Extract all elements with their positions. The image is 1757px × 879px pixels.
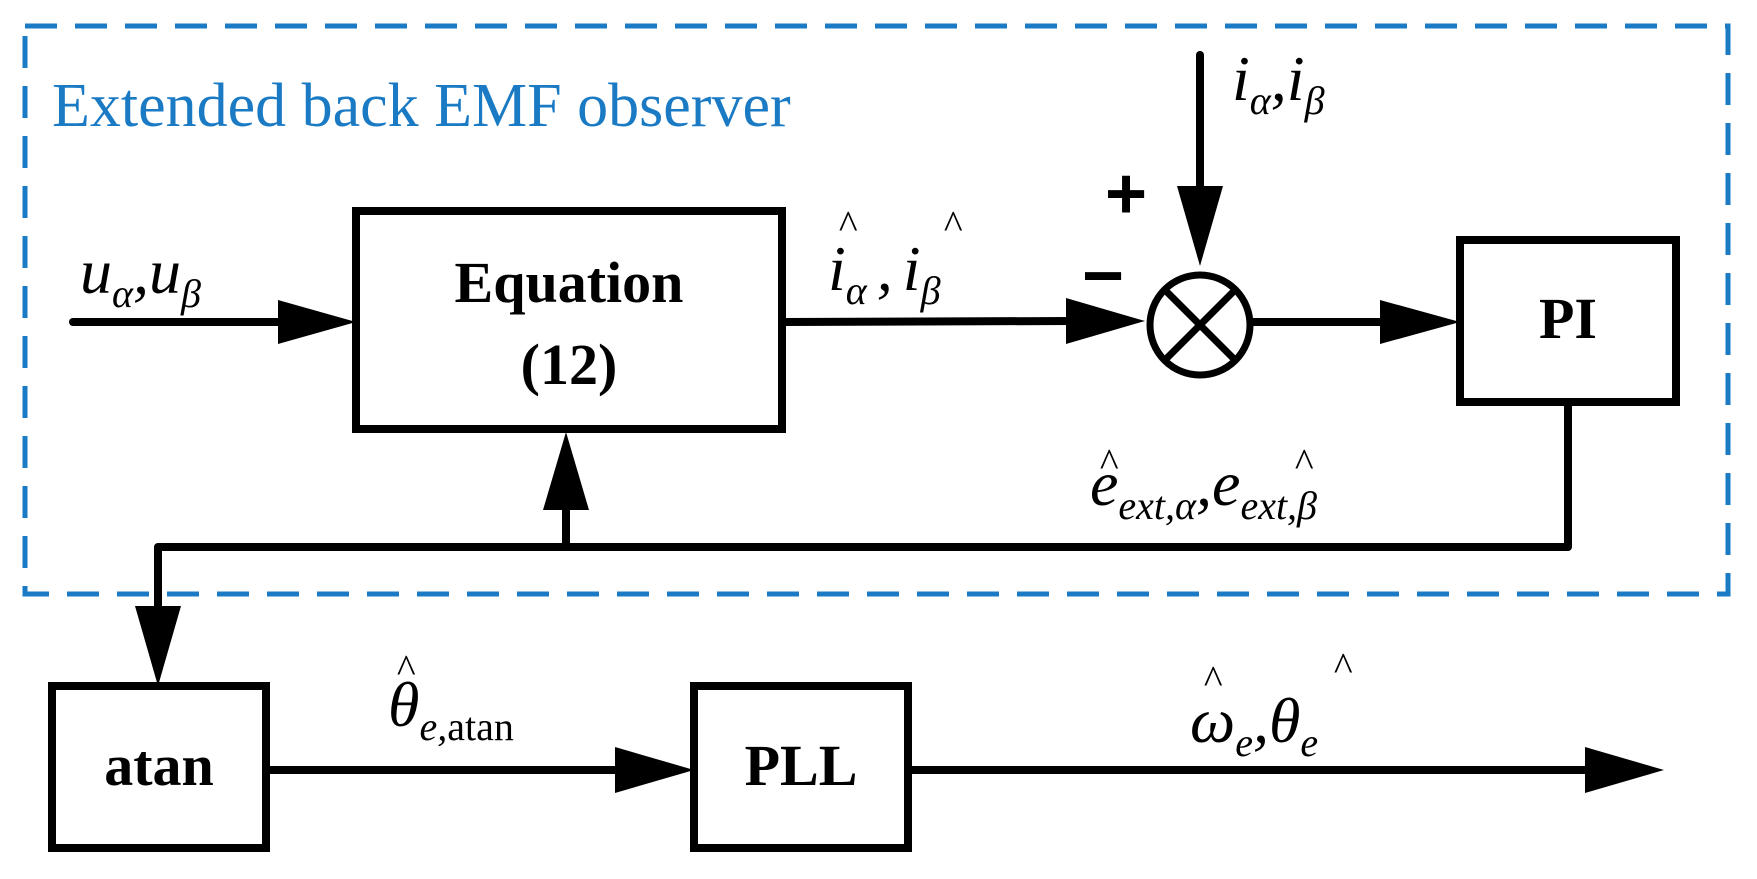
observer-title: Extended back EMF observer [52,72,791,140]
atan-label: atan [104,733,214,798]
voltage-input-label: uα,uβ [80,236,201,316]
error-arrowhead [1380,300,1460,344]
svg-text:θe,atan: θe,atan [388,669,514,749]
atan-block [48,682,270,852]
plus-sign: + [1105,154,1147,234]
ext-emf-to-equation-arrowhead [543,432,589,510]
pll-label: PLL [745,733,858,798]
svg-text:^: ^ [838,202,858,247]
pll-block [690,682,912,852]
current-estimated-label: iα,iβ ^ ^ [828,202,963,313]
output-label: ωe,θe ^ ^ [1190,644,1353,765]
svg-text:^: ^ [943,202,963,247]
voltage-input-arrowhead [278,300,356,344]
equation-label-line1: Equation [455,250,684,315]
svg-text:iα,iβ: iα,iβ [1232,43,1325,123]
svg-text:uα,uβ: uα,uβ [80,236,201,316]
pi-label: PI [1539,286,1597,351]
svg-text:^: ^ [1333,644,1353,689]
equation-block [352,207,786,433]
svg-text:ωe,θe: ωe,θe [1190,685,1318,765]
current-measured-label: iα,iβ [1232,43,1325,123]
theta-atan-arrowhead [615,747,694,793]
ext-emf-feedback-line [154,398,1572,614]
svg-text:^: ^ [1203,657,1223,702]
svg-text:^: ^ [396,646,416,691]
svg-text:eext,α,eext,β: eext,α,eext,β [1090,448,1317,528]
observer-boundary [22,23,1731,597]
minus-sign: − [1082,236,1124,316]
ext-emf-to-atan-arrowhead [135,606,181,686]
theta-atan-label: θe,atan ^ [388,646,514,749]
current-estimated-arrowhead [1066,298,1145,344]
svg-text:^: ^ [1294,440,1314,485]
summing-junction [1146,271,1254,379]
equation-label-line2: (12) [521,332,618,397]
pi-block [1456,236,1680,406]
current-measured-arrowhead [1177,186,1223,266]
svg-text:^: ^ [1099,440,1119,485]
svg-text:iα,iβ: iα,iβ [828,233,941,313]
current-estimated-line [782,317,1074,326]
output-arrowhead [1585,747,1664,793]
ext-emf-label: eext,α,eext,β ^ ^ [1090,440,1317,528]
